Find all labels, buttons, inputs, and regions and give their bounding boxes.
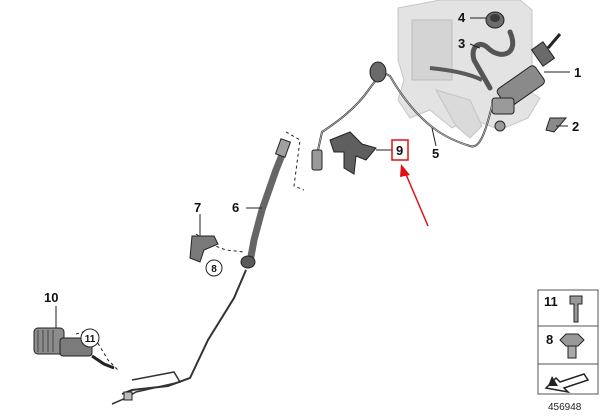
part-3-hose	[470, 29, 515, 91]
hose-clip	[240, 255, 256, 269]
direction-arrow-icon	[544, 370, 592, 394]
part-7-bracket	[189, 235, 219, 263]
grommet	[369, 61, 387, 83]
leader-lines	[75, 131, 305, 371]
diagram-number: 456948	[548, 402, 582, 413]
callout-7: 7	[194, 200, 201, 215]
part-6-hose	[246, 146, 288, 266]
callout-10: 10	[44, 290, 58, 305]
legend-8: 8	[546, 332, 553, 347]
part-9-bracket	[329, 131, 377, 175]
callout-9: 9	[396, 143, 403, 158]
legend-11: 11	[544, 294, 558, 309]
callout-8: 8	[211, 264, 217, 275]
callout-5: 5	[432, 146, 439, 161]
lower-line	[121, 269, 247, 395]
line-fitting	[311, 149, 323, 171]
part-2-clip	[545, 117, 568, 133]
callout-leaders	[55, 17, 570, 328]
callout-6: 6	[232, 200, 239, 215]
callout-1: 1	[574, 65, 581, 80]
callout-9-highlight-box	[391, 139, 409, 161]
callout-8-circle: 8	[205, 259, 223, 277]
callout-11-circle: 11	[80, 328, 100, 348]
part-10-slave-cylinder	[33, 327, 115, 370]
callout-11: 11	[85, 334, 96, 345]
pedal-box-ghost	[397, 0, 541, 139]
callout-3: 3	[458, 36, 465, 51]
highlight-arrow	[400, 164, 429, 227]
nut-icon	[559, 333, 585, 359]
callout-2: 2	[572, 119, 579, 134]
callout-4: 4	[458, 10, 466, 25]
part-1-master-cylinder	[491, 33, 562, 132]
part-4-cap	[485, 11, 505, 29]
bolt-icon	[569, 295, 583, 323]
fastener-legend: 11 8	[537, 289, 599, 395]
